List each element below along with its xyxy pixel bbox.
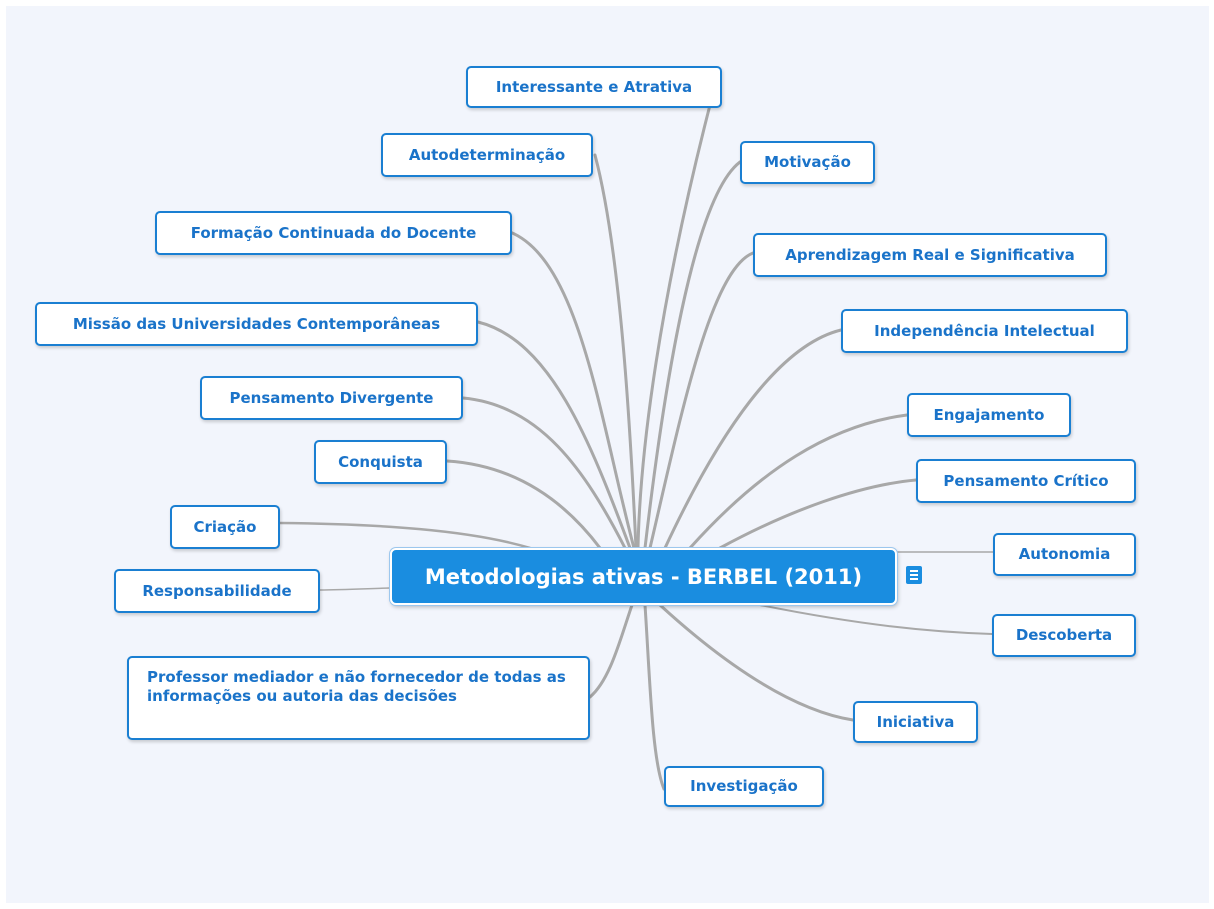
topic-motivacao[interactable]: Motivação bbox=[740, 141, 875, 184]
link-independencia bbox=[663, 328, 843, 550]
link-professor bbox=[588, 603, 634, 699]
link-formacao bbox=[508, 230, 636, 550]
topic-criacao[interactable]: Criação bbox=[170, 505, 280, 549]
topic-interessante[interactable]: Interessante e Atrativa bbox=[466, 66, 722, 108]
topic-professor[interactable]: Professor mediador e não fornecedor de t… bbox=[127, 656, 590, 740]
link-motivacao bbox=[643, 160, 742, 550]
link-engajamento bbox=[688, 413, 909, 550]
link-descoberta bbox=[759, 604, 993, 635]
topic-aprendizagem[interactable]: Aprendizagem Real e Significativa bbox=[753, 233, 1107, 277]
topic-independencia[interactable]: Independência Intelectual bbox=[841, 309, 1128, 353]
link-conquista bbox=[445, 459, 602, 550]
topic-autonomia[interactable]: Autonomia bbox=[993, 533, 1136, 576]
link-iniciativa bbox=[658, 603, 855, 722]
link-investigacao bbox=[643, 603, 666, 791]
link-pensamento-divergente bbox=[461, 396, 627, 550]
link-criacao bbox=[278, 521, 532, 550]
link-autodeterminacao bbox=[593, 153, 638, 550]
note-icon[interactable] bbox=[906, 566, 922, 584]
topic-descoberta[interactable]: Descoberta bbox=[992, 614, 1136, 657]
link-responsabilidade bbox=[319, 587, 391, 591]
topic-autodeterminacao[interactable]: Autodeterminação bbox=[381, 133, 593, 177]
topic-iniciativa[interactable]: Iniciativa bbox=[853, 701, 978, 743]
topic-pensamento-critico[interactable]: Pensamento Crítico bbox=[916, 459, 1136, 503]
topic-missao[interactable]: Missão das Universidades Contemporâneas bbox=[35, 302, 478, 346]
topic-pensamento-divergente[interactable]: Pensamento Divergente bbox=[200, 376, 463, 420]
link-pensamento-critico bbox=[718, 478, 918, 550]
link-aprendizagem bbox=[648, 251, 755, 550]
link-missao bbox=[476, 320, 632, 550]
mind-map-canvas bbox=[6, 6, 1209, 903]
link-interessante bbox=[636, 103, 712, 550]
central-topic[interactable]: Metodologias ativas - BERBEL (2011) bbox=[390, 548, 897, 605]
topic-responsabilidade[interactable]: Responsabilidade bbox=[114, 569, 320, 613]
topic-formacao[interactable]: Formação Continuada do Docente bbox=[155, 211, 512, 255]
topic-investigacao[interactable]: Investigação bbox=[664, 766, 824, 807]
topic-conquista[interactable]: Conquista bbox=[314, 440, 447, 484]
topic-engajamento[interactable]: Engajamento bbox=[907, 393, 1071, 437]
